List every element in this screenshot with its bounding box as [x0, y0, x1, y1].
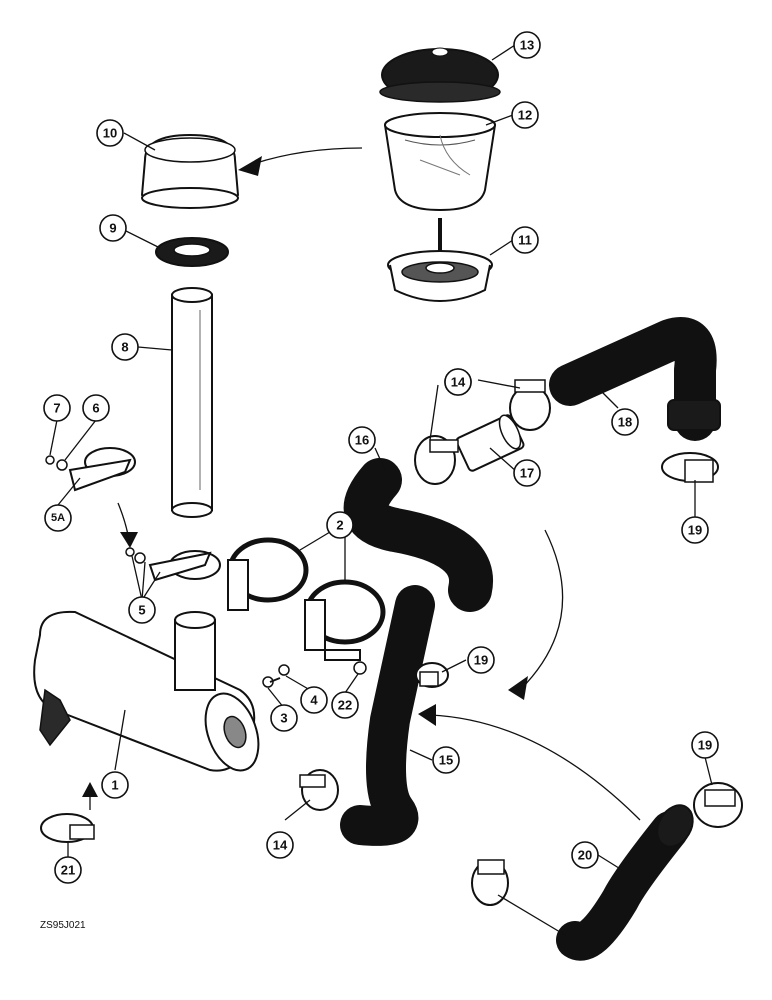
svg-text:5: 5: [138, 603, 145, 618]
callout-19-right: 19: [681, 516, 709, 544]
part-20-hose-end: [656, 804, 694, 848]
svg-text:20: 20: [578, 848, 592, 863]
part-11-base: [387, 218, 493, 302]
callout-7: 7: [43, 394, 71, 422]
callout-6: 6: [82, 394, 110, 422]
svg-text:1: 1: [111, 778, 118, 793]
callout-15: 15: [432, 746, 460, 774]
svg-text:6: 6: [92, 401, 99, 416]
callout-14-third: 14: [444, 368, 472, 396]
callout-9: 9: [99, 214, 127, 242]
callout-5a: 5A: [44, 504, 72, 532]
callout-19-lower-right: 19: [691, 731, 719, 759]
part-20-hose: [556, 811, 689, 961]
callout-8: 8: [111, 333, 139, 361]
part-1-muffler: [33, 610, 260, 772]
part-9-gasket: [155, 237, 229, 267]
callout-11: 11: [511, 226, 539, 254]
clamp-20-loose: [471, 859, 509, 906]
svg-text:11: 11: [518, 233, 532, 248]
callout-5: 5: [128, 596, 156, 624]
part-5a-bracket: [45, 447, 136, 492]
part-18-hose-end: [667, 399, 721, 431]
svg-text:21: 21: [61, 863, 75, 878]
part-10-cover: [140, 133, 240, 209]
svg-text:22: 22: [338, 698, 352, 713]
svg-text:19: 19: [698, 738, 712, 753]
part-17-connector: [455, 414, 525, 472]
callout-17: 17: [513, 459, 541, 487]
clamp-19-a: [661, 452, 719, 483]
arrows: [82, 147, 641, 821]
svg-text:14: 14: [451, 375, 466, 390]
hardware-4-washer: [278, 664, 290, 676]
svg-text:16: 16: [355, 433, 369, 448]
callout-2: 2: [326, 511, 354, 539]
callout-21: 21: [54, 856, 82, 884]
svg-text:9: 9: [109, 221, 116, 236]
svg-text:12: 12: [518, 108, 532, 123]
part-2-band-clamps: [227, 537, 386, 661]
callout-4: 4: [300, 686, 328, 714]
svg-text:15: 15: [439, 753, 453, 768]
clamp-19-b: [415, 662, 449, 688]
part-16-hose: [343, 458, 493, 612]
svg-text:13: 13: [520, 38, 534, 53]
clamp-14-b: [509, 379, 551, 431]
part-8-pipe: [171, 287, 213, 518]
svg-text:19: 19: [474, 653, 488, 668]
callout-18: 18: [611, 408, 639, 436]
svg-text:7: 7: [53, 401, 60, 416]
svg-text:8: 8: [121, 340, 128, 355]
callout-16: 16: [348, 426, 376, 454]
callout-20: 20: [571, 841, 599, 869]
leader-lines: [49, 44, 713, 936]
drawing-code: ZS95J021: [40, 920, 86, 931]
hardware-3-bolt: [262, 676, 281, 688]
part-15-hose: [340, 585, 435, 846]
svg-text:19: 19: [688, 523, 702, 538]
callout-12: 12: [511, 101, 539, 129]
clamp-19-c: [693, 782, 743, 828]
part-18-hose: [549, 317, 717, 441]
callout-3: 3: [270, 704, 298, 732]
svg-text:18: 18: [618, 415, 632, 430]
hardware-22-nut: [353, 661, 367, 675]
callout-13: 13: [513, 31, 541, 59]
part-13-cap: [379, 47, 501, 103]
clamp-14-c: [299, 769, 339, 811]
svg-text:5A: 5A: [51, 512, 65, 524]
part-5-bracket: [125, 547, 221, 582]
callout-1: 1: [101, 771, 129, 799]
svg-text:14: 14: [273, 838, 288, 853]
callout-19-middle: 19: [467, 646, 495, 674]
svg-text:3: 3: [280, 711, 287, 726]
svg-text:2: 2: [336, 518, 343, 533]
callout-22: 22: [331, 691, 359, 719]
callout-10: 10: [96, 119, 124, 147]
part-12-bowl: [383, 112, 497, 212]
clamp-14-a: [414, 435, 459, 485]
svg-text:4: 4: [310, 693, 318, 708]
clamp-21: [40, 813, 95, 843]
svg-text:17: 17: [520, 466, 534, 481]
svg-text:10: 10: [103, 126, 117, 141]
callout-14-lower: 14: [266, 831, 294, 859]
